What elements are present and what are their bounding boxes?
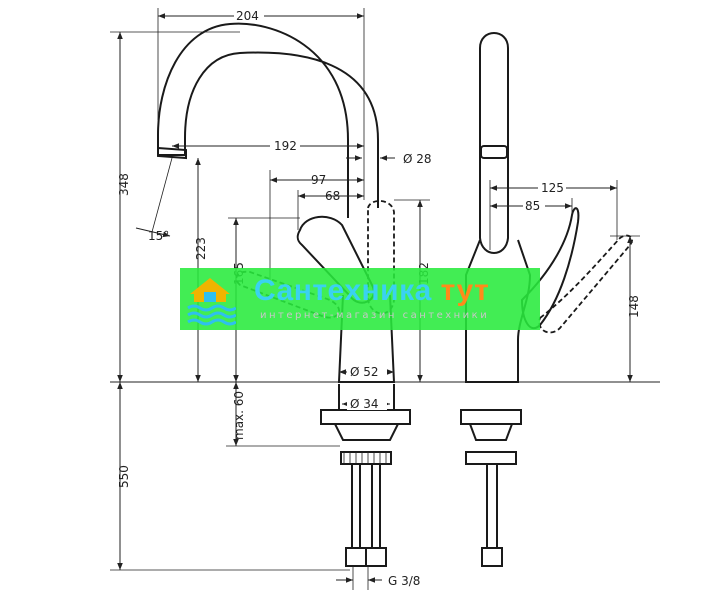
side-hose bbox=[486, 464, 498, 548]
dim-connection: G 3/8 bbox=[388, 574, 420, 588]
aerator bbox=[157, 146, 187, 160]
supply-hoses bbox=[351, 464, 381, 548]
dim-aerator-angle: 15° bbox=[148, 229, 169, 243]
mounting-plate bbox=[320, 409, 411, 425]
side-nut bbox=[468, 423, 514, 441]
side-spout bbox=[479, 32, 509, 254]
watermark-banner: Сантехника тут интернет-магазин сантехни… bbox=[180, 268, 540, 330]
brand-title-main: Сантехника bbox=[254, 274, 432, 307]
brand-title-accent: тут bbox=[440, 274, 490, 307]
dim-total-height: 348 bbox=[117, 173, 131, 196]
dim-lever-reach-68: 68 bbox=[325, 189, 340, 203]
dim-spout-reach: 204 bbox=[236, 9, 259, 23]
dim-hose-length: 550 bbox=[117, 465, 131, 488]
dim-lever-reach-97: 97 bbox=[311, 173, 326, 187]
brand-title: Сантехника тут bbox=[254, 274, 489, 308]
dim-base-diameter: Ø 52 bbox=[350, 365, 379, 379]
dim-shank-diameter: Ø 34 bbox=[350, 397, 379, 411]
dim-side-lever-height: 148 bbox=[627, 295, 641, 318]
house-waves-logo bbox=[187, 278, 236, 326]
side-lever-dashed bbox=[538, 234, 633, 334]
threaded-nut bbox=[340, 451, 392, 465]
dim-aerator-offset: 192 bbox=[274, 139, 297, 153]
shank bbox=[338, 384, 395, 410]
brand-subtitle: интернет-магазин сантехники bbox=[260, 310, 490, 321]
dim-spout-diameter: Ø 28 bbox=[403, 152, 432, 166]
dim-side-lever-reach-85: 85 bbox=[525, 199, 540, 213]
dim-max-deck: max. 60 bbox=[232, 391, 246, 440]
spout-arc bbox=[157, 22, 379, 218]
side-threaded-nut bbox=[465, 451, 517, 465]
side-mounting-plate bbox=[460, 409, 522, 425]
hose-fitting-left bbox=[345, 547, 367, 567]
side-aerator bbox=[480, 145, 508, 159]
thread-lines bbox=[343, 452, 387, 464]
hose-fitting-right bbox=[365, 547, 387, 567]
nut bbox=[333, 423, 400, 441]
dim-side-lever-reach-125: 125 bbox=[541, 181, 564, 195]
dim-aerator-height: 223 bbox=[194, 237, 208, 260]
side-hose-fitting bbox=[481, 547, 503, 567]
